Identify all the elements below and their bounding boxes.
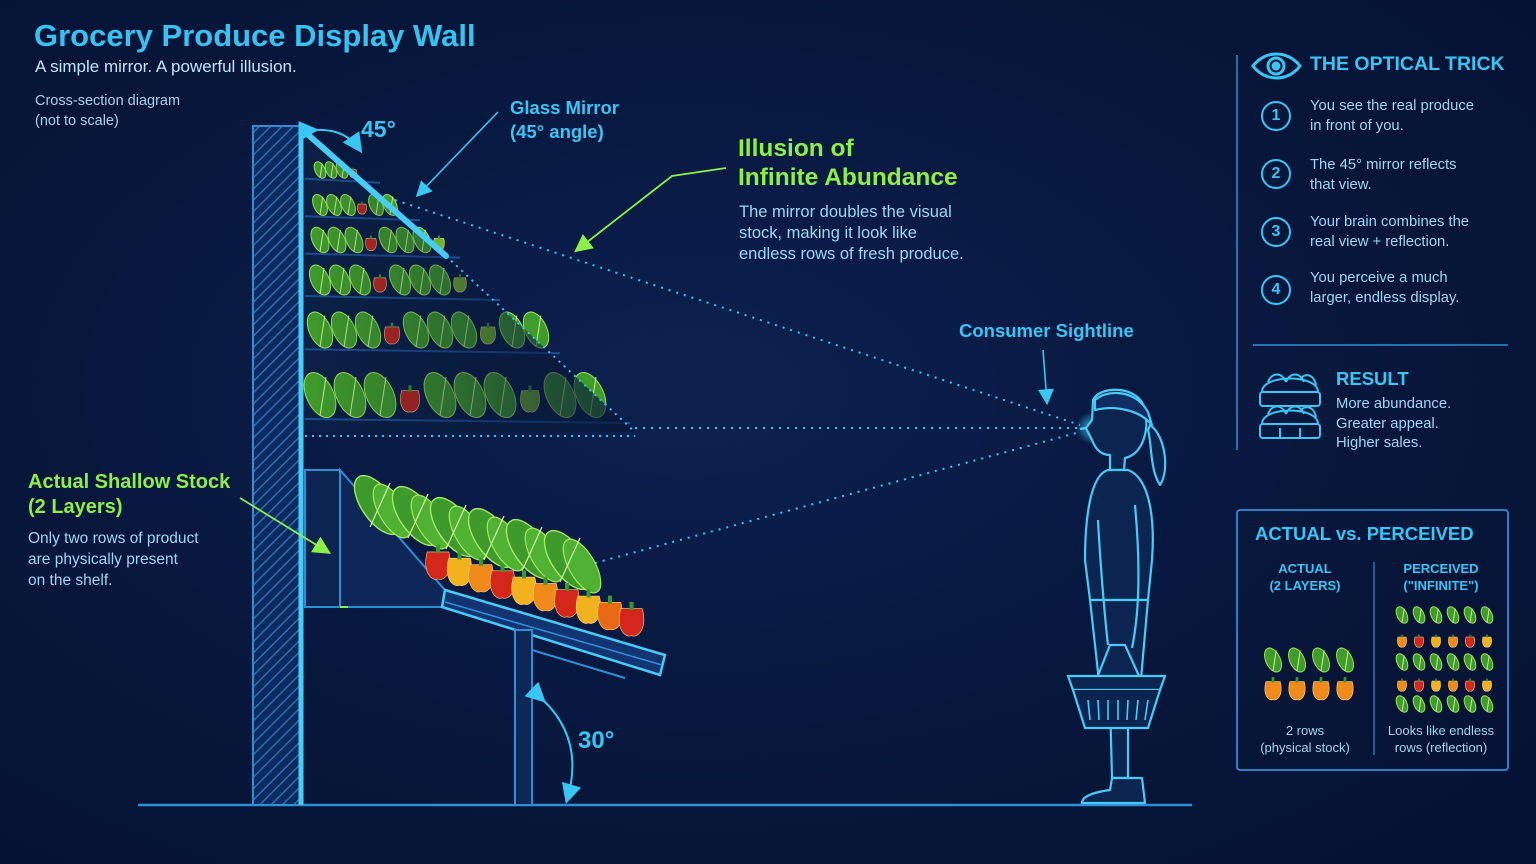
result-heading: RESULT [1336,368,1409,389]
wall [252,125,301,806]
cmp-lettuce [1463,606,1477,624]
comparison-title: ACTUAL vs. PERCEIVED [1255,523,1474,544]
cmp-lettuce [1395,653,1409,671]
angle-30-arc [524,681,582,804]
page-subtitle: A simple mirror. A powerful illusion. [35,57,297,76]
perceived-heading: PERCEIVED ("INFINITE") [1403,561,1479,593]
actual-caption: 2 rows (physical stock) [1260,723,1350,755]
lettuce-head [467,507,526,572]
page-title: Grocery Produce Display Wall [34,18,476,53]
cmp-pepper [1448,634,1458,648]
cmp-lettuce [1412,606,1426,624]
cmp-lettuce [1429,653,1443,671]
step-text-3: Your brain combines the real view + refl… [1310,214,1470,250]
cmp-pepper [1397,634,1407,648]
bell-pepper [597,595,623,631]
cmp-pepper [1465,634,1475,648]
cmp-lettuce [1288,647,1306,673]
cmp-pepper [1482,678,1492,692]
cmp-lettuce [1480,695,1494,713]
lettuce-head [391,485,450,550]
cmp-lettuce [1446,653,1460,671]
diagram-note: Cross-section diagram (not to scale) [35,93,181,129]
step-number-2: 2 [1261,159,1291,189]
perceived-stock-icons [1395,606,1494,713]
cmp-pepper [1448,678,1458,692]
bell-pepper [511,570,537,605]
lettuce-head [543,529,602,594]
bell-pepper [619,601,644,637]
reflected-produce [303,135,635,432]
illusion-title: Illusion of Infinite Abundance [738,135,958,191]
illusion-description: The mirror doubles the visual stock, mak… [739,203,964,263]
cmp-lettuce [1412,653,1426,671]
bell-pepper [468,557,494,593]
produce-shelf [239,467,667,806]
cmp-pepper [1336,677,1354,701]
perceived-caption: Looks like endless rows (reflection) [1387,723,1495,755]
cmp-lettuce [1446,695,1460,713]
consumer-sightlines [394,199,1081,564]
result-body: More abundance. Greater appeal. Higher s… [1336,396,1452,451]
shelf-angle-label: 30° [578,727,615,754]
cmp-lettuce [1264,647,1282,673]
step-text-2: The 45° mirror reflects that view. [1310,157,1457,193]
consumer-figure [1076,388,1167,805]
cmp-pepper [1465,678,1475,692]
cmp-lettuce [1412,695,1426,713]
cmp-lettuce [1480,653,1494,671]
sightline-label: Consumer Sightline [959,320,1134,341]
cmp-pepper [1431,678,1441,692]
cmp-pepper [1414,634,1424,648]
step-text-4: You perceive a much larger, endless disp… [1310,270,1460,306]
comparison-box [1236,509,1509,771]
actual-heading: ACTUAL (2 LAYERS) [1269,561,1341,593]
eye-icon [1251,52,1302,80]
cmp-lettuce [1463,695,1477,713]
cmp-pepper [1431,634,1441,648]
cmp-lettuce [1336,647,1354,673]
angle-45-arc [298,121,363,154]
cmp-lettuce [1395,695,1409,713]
cmp-lettuce [1395,606,1409,624]
bell-pepper [576,589,601,624]
cmp-pepper [1288,677,1306,701]
actual-stock-icons [1264,647,1354,701]
cmp-lettuce [1312,647,1330,673]
bell-pepper [425,545,451,580]
consumer-eye [1079,426,1087,431]
cmp-pepper [1414,678,1424,692]
cmp-lettuce [1446,606,1460,624]
cmp-lettuce [1480,606,1494,624]
cmp-pepper [1397,678,1407,692]
cmp-pepper [1482,634,1492,648]
stock-description: Only two rows of product are physically … [28,530,199,589]
produce-crates-icon [1259,373,1321,439]
stock-title: Actual Shallow Stock (2 Layers) [28,471,231,518]
mirror-leader [415,111,499,198]
mirror-label: Glass Mirror (45° angle) [510,97,619,142]
cmp-pepper [1312,677,1330,701]
cmp-lettuce [1463,653,1477,671]
illusion-leader [574,167,727,253]
step-text-1: You see the real produce in front of you… [1310,98,1474,134]
cmp-lettuce [1429,695,1443,713]
step-number-3: 3 [1261,217,1291,247]
lettuce-head [353,474,412,539]
cmp-lettuce [1429,606,1443,624]
mirror-angle-label: 45° [361,116,396,142]
optical-trick-heading: THE OPTICAL TRICK [1310,53,1505,75]
step-number-1: 1 [1261,101,1291,131]
step-number-4: 4 [1261,275,1291,305]
reflection-edge [445,255,636,433]
shopping-basket-icon [1066,643,1167,730]
cmp-pepper [1264,677,1282,701]
